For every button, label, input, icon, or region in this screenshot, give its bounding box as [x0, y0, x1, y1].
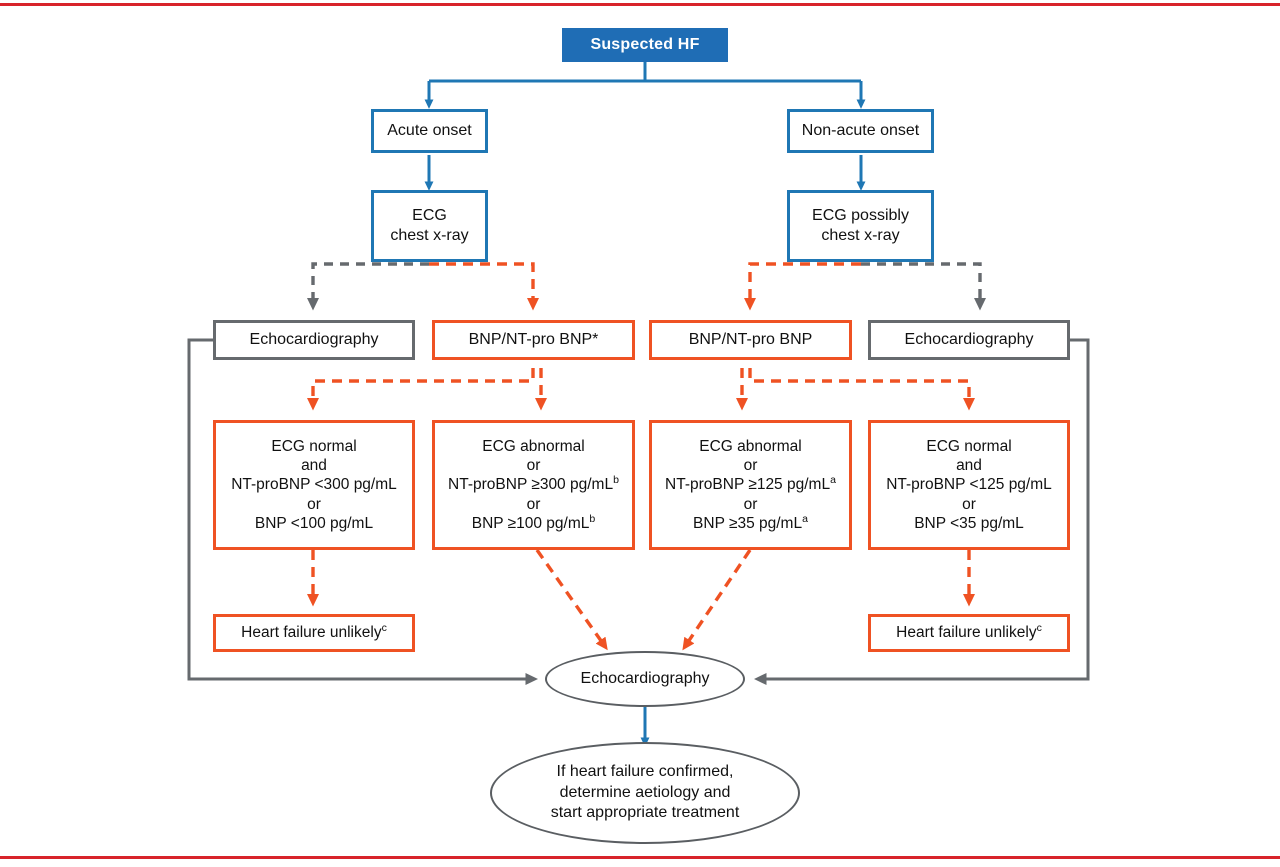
node-ecg-possibly-line2: chest x-ray	[821, 227, 900, 244]
node-echocardiography-left[interactable]: Echocardiography	[213, 320, 415, 360]
node-bnp-non-acute[interactable]: BNP/NT-pro BNP	[649, 320, 852, 360]
criteria-3-line5-footnote: a	[802, 512, 808, 525]
node-hf-unlikely-right[interactable]: Heart failure unlikelyc	[868, 614, 1070, 652]
criteria-2-line4: or	[526, 495, 541, 513]
hf-unlikely-right-footnote: c	[1036, 622, 1042, 635]
top-rule	[0, 3, 1280, 6]
echo-hub-label: Echocardiography	[580, 669, 710, 687]
hf-unlikely-right-label: Heart failure unlikelyc	[896, 622, 1042, 642]
criteria-4-line4: or	[962, 495, 976, 513]
criteria-3-line1: ECG abnormal	[699, 437, 802, 455]
node-hf-unlikely-left[interactable]: Heart failure unlikelyc	[213, 614, 415, 652]
criteria-1-line5: BNP <100 pg/mL	[254, 514, 374, 532]
node-ecg-chest-xray-line2: chest x-ray	[390, 227, 469, 244]
node-bnp-non-acute-label: BNP/NT-pro BNP	[688, 331, 813, 349]
criteria-4-line2: and	[956, 457, 982, 475]
node-criteria-nonacute-abnormal[interactable]: ECG abnormal or NT-proBNP ≥125 pg/mLa or…	[649, 420, 852, 550]
node-ecg-chest-xray-line1: ECG	[412, 207, 447, 225]
criteria-4-line1: ECG normal	[926, 437, 1012, 455]
node-criteria-acute-normal[interactable]: ECG normal and NT-proBNP <300 pg/mL or B…	[213, 420, 415, 550]
criteria-3-line5: BNP ≥35 pg/mLa	[693, 512, 808, 532]
outcome-line2: determine aetiology and	[559, 783, 731, 801]
node-ecg-possibly-line1: ECG possibly	[812, 207, 909, 225]
node-echocardiography-hub[interactable]: Echocardiography	[545, 651, 745, 707]
node-bnp-acute[interactable]: BNP/NT-pro BNP*	[432, 320, 635, 360]
node-echo-left-label: Echocardiography	[249, 331, 379, 349]
outcome-line1: If heart failure confirmed,	[556, 763, 734, 781]
hf-unlikely-left-label: Heart failure unlikelyc	[241, 622, 387, 642]
node-echocardiography-right[interactable]: Echocardiography	[868, 320, 1070, 360]
criteria-2-line1: ECG abnormal	[482, 437, 585, 455]
node-suspected-hf-label: Suspected HF	[590, 36, 700, 54]
node-non-acute-onset[interactable]: Non-acute onset	[787, 109, 934, 153]
criteria-2-line5: BNP ≥100 pg/mLb	[471, 512, 596, 532]
bottom-rule	[0, 856, 1280, 859]
node-echo-right-label: Echocardiography	[904, 331, 1034, 349]
criteria-2-line3-footnote: b	[613, 474, 619, 487]
node-acute-onset[interactable]: Acute onset	[371, 109, 488, 153]
criteria-4-line5: BNP <35 pg/mL	[914, 514, 1024, 532]
node-criteria-acute-abnormal[interactable]: ECG abnormal or NT-proBNP ≥300 pg/mLb or…	[432, 420, 635, 550]
outcome-line3: start appropriate treatment	[550, 804, 740, 822]
node-ecg-chest-xray[interactable]: ECG chest x-ray	[371, 190, 488, 262]
criteria-2-line2: or	[526, 457, 541, 475]
criteria-1-line1: ECG normal	[271, 437, 357, 455]
criteria-1-line2: and	[301, 457, 327, 475]
criteria-4-line3: NT-proBNP <125 pg/mL	[886, 476, 1052, 494]
criteria-3-line2: or	[743, 457, 758, 475]
criteria-3-line3-footnote: a	[830, 474, 836, 487]
criteria-1-line3: NT-proBNP <300 pg/mL	[231, 476, 397, 494]
node-acute-onset-label: Acute onset	[387, 122, 472, 140]
node-non-acute-onset-label: Non-acute onset	[801, 122, 920, 140]
node-bnp-acute-label: BNP/NT-pro BNP*	[468, 331, 599, 349]
criteria-2-line5-footnote: b	[589, 512, 596, 525]
criteria-3-line4: or	[743, 495, 758, 513]
node-criteria-nonacute-normal[interactable]: ECG normal and NT-proBNP <125 pg/mL or B…	[868, 420, 1070, 550]
node-outcome[interactable]: If heart failure confirmed, determine ae…	[490, 742, 800, 844]
criteria-2-line3: NT-proBNP ≥300 pg/mLb	[448, 474, 619, 494]
criteria-1-line4: or	[307, 495, 321, 513]
criteria-3-line3: NT-proBNP ≥125 pg/mLa	[665, 474, 836, 494]
node-suspected-hf[interactable]: Suspected HF	[562, 28, 728, 62]
hf-unlikely-left-footnote: c	[381, 622, 387, 635]
node-ecg-possibly-chest-xray[interactable]: ECG possibly chest x-ray	[787, 190, 934, 262]
